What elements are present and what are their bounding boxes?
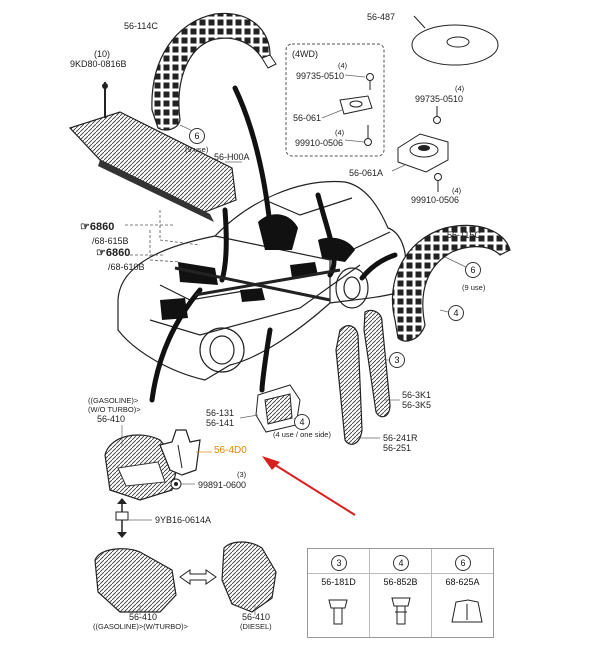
label-56-487: 56-487 <box>367 12 396 22</box>
splash-shield-diesel <box>221 541 277 615</box>
4wd-group <box>285 43 385 157</box>
label-56-061: 56-061 <box>293 113 322 123</box>
callout-6-b: 6 <box>465 262 481 278</box>
legend-col-4: 4 56-852B <box>370 549 432 637</box>
label-qty4-c: (4) <box>455 84 465 93</box>
legend-callout-6: 6 <box>455 555 471 571</box>
label-wo-turbo: (W/O TURBO)> <box>88 405 141 414</box>
splash-shield-56-410-top <box>104 425 179 501</box>
label-56-061a: 56-061A <box>349 168 384 178</box>
floor-frame <box>174 266 341 302</box>
label-6860-a: ☞6860 <box>80 221 115 233</box>
label-99910-b: 99910-0506 <box>411 195 460 205</box>
label-68-615b: /68-615B <box>92 236 129 246</box>
label-gas-turbo: ((GASOLINE)>(W/TURBO)> <box>93 622 189 631</box>
front-fender-liner-56-114c <box>151 12 277 131</box>
label-56-3k1: 56-3K1 <box>402 390 432 400</box>
legend-code-6: 68-625A <box>445 577 480 587</box>
legend-callout-4: 4 <box>393 555 409 571</box>
label-9kd80: 9KD80-0816B <box>70 59 127 69</box>
label-56-141: 56-141 <box>206 418 235 428</box>
mount-56-061a <box>391 106 449 192</box>
splash-shield-gas-turbo <box>94 548 177 615</box>
label-99735-b: 99735-0510 <box>415 94 464 104</box>
label-qty3: (3) <box>237 470 247 479</box>
label-qty4-d: (4) <box>452 186 462 195</box>
callout-4-a: 4 <box>448 305 464 321</box>
label-56-251: 56-251 <box>383 443 412 453</box>
label-56-410-b: 56-410 <box>129 612 158 622</box>
label-99891: 99891-0600 <box>198 480 247 490</box>
label-56-241r: 56-241R <box>383 433 418 443</box>
fastener-9yb16 <box>115 498 152 538</box>
legend-col-3: 3 56-181D <box>308 549 370 637</box>
rear-fender-liner-56-115c <box>391 224 511 342</box>
label-4wd: (4WD) <box>292 49 318 59</box>
disc-56-487 <box>411 15 499 66</box>
clip-legend: 3 56-181D 4 56-852B 6 68-625A <box>307 548 494 638</box>
label-56-4d0[interactable]: 56-4D0 <box>214 445 247 456</box>
label-56-115c: 56-115C <box>447 230 481 240</box>
label-9use-b: (9 use) <box>462 283 486 292</box>
part-56-131 <box>239 384 301 433</box>
label-56-410-c: 56-410 <box>242 612 271 622</box>
highlight-arrow <box>262 456 356 516</box>
legend-code-4: 56-852B <box>383 577 418 587</box>
label-99910-a: 99910-0506 <box>295 138 344 148</box>
interior-parts <box>160 214 355 320</box>
legend-col-6: 6 68-625A <box>432 549 493 637</box>
label-9yb16: 9YB16-0614A <box>155 515 212 525</box>
label-4use: (4 use / one side) <box>273 430 331 439</box>
cowl-panel-56-h00a <box>68 82 242 222</box>
vehicle-outline <box>117 180 407 381</box>
label-56-3k5: 56-3K5 <box>402 400 432 410</box>
label-qty4-b: (4) <box>335 128 345 137</box>
label-56-131: 56-131 <box>206 408 235 418</box>
label-6860-b: ☞6860 <box>96 247 131 259</box>
label-56-h00a: 56-H00A <box>214 152 250 162</box>
legend-code-3: 56-181D <box>321 577 356 587</box>
label-68-610b: /68-610B <box>108 262 145 272</box>
swap-arrow <box>179 569 217 585</box>
legend-clip-shapes <box>328 597 483 625</box>
guide-lines <box>125 210 201 263</box>
label-qty10: (10) <box>94 49 111 59</box>
bracket-56-4d0 <box>159 429 212 490</box>
callout-6-a: 6 <box>189 128 205 144</box>
label-diesel: (DIESEL) <box>240 622 272 631</box>
pillar-trim-56-241r <box>335 309 400 445</box>
callout-3-a: 3 <box>389 352 405 368</box>
label-99735-a: 99735-0510 <box>296 71 345 81</box>
label-9use-a: (9 use) <box>185 145 209 154</box>
callout-4-b: 4 <box>294 414 310 430</box>
legend-callout-3: 3 <box>331 555 347 571</box>
label-56-114c: 56-114C <box>124 21 158 31</box>
label-56-410-a: 56-410 <box>97 414 126 424</box>
label-qty4-a: (4) <box>338 61 348 70</box>
label-gasoline-1: ((GASOLINE)> <box>88 396 139 405</box>
legend-divider <box>308 573 493 574</box>
